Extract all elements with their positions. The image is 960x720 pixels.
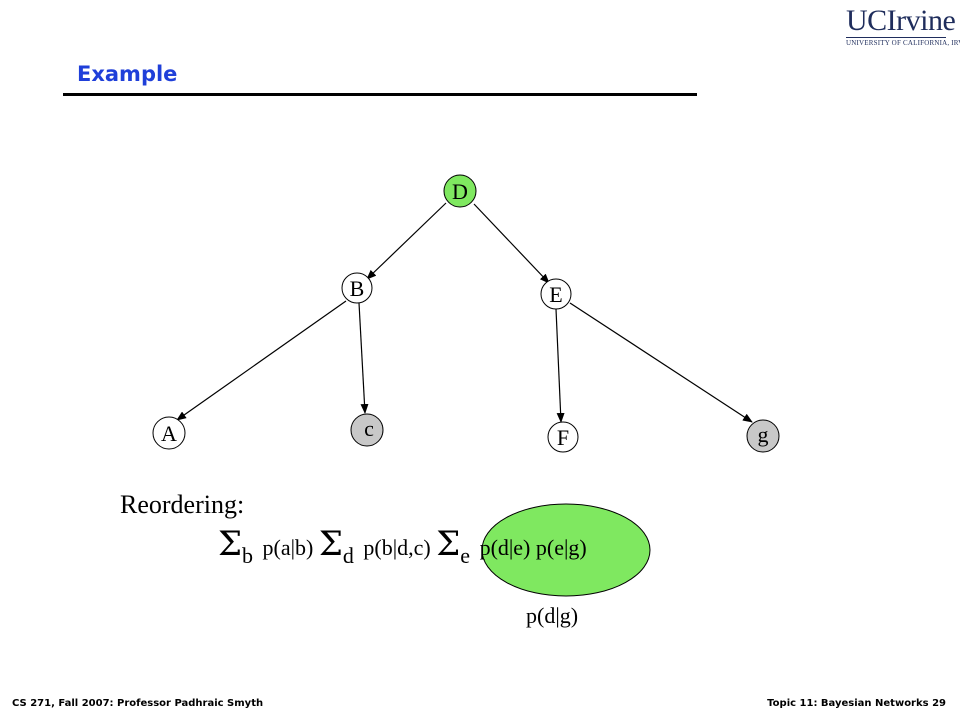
edge-D-B: [366, 202, 447, 280]
highlight-ellipse: [481, 503, 651, 597]
term-p-d-given-e-p-e-given-g: p(d|e) p(e|g): [479, 535, 587, 560]
edge-D-E: [473, 203, 550, 284]
title-underline: [63, 93, 697, 96]
result-p-d-given-g: p(d|g): [526, 603, 579, 628]
sum-b-sigma: Σ: [218, 524, 243, 564]
node-B-label: B: [350, 276, 365, 301]
sum-b-index: b: [242, 543, 254, 568]
reordering-label: Reordering:: [120, 490, 245, 519]
node-F: F: [547, 421, 579, 453]
sum-d-sigma: Σ: [318, 524, 343, 564]
node-c-label: c: [364, 416, 374, 441]
term-p-a-given-b: p(a|b): [262, 535, 314, 560]
footer-topic-page: Topic 11: Bayesian Networks 29: [767, 698, 946, 709]
logo-subtitle: UNIVERSITY OF CALIFORNIA, IRVINE: [846, 39, 960, 47]
node-D-label: D: [452, 179, 468, 204]
edge-E-g: [569, 302, 753, 423]
node-g-label: g: [758, 422, 769, 447]
node-E: E: [540, 278, 572, 310]
sum-d-index: d: [342, 543, 354, 568]
logo-wordmark: UCIrvine: [846, 4, 956, 37]
ucirvine-logo: UCIrvine UNIVERSITY OF CALIFORNIA, IRVIN…: [846, 6, 960, 47]
node-A: A: [152, 416, 186, 450]
edge-B-A: [176, 300, 347, 421]
footer-course: CS 271, Fall 2007: Professor Padhraic Sm…: [12, 698, 264, 709]
sum-e-sigma: Σ: [436, 524, 461, 564]
slide-title: Example: [77, 62, 178, 86]
node-c: c: [350, 413, 384, 447]
node-E-label: E: [549, 282, 562, 307]
node-g: g: [746, 419, 780, 453]
sum-e-index: e: [460, 543, 471, 568]
reordered-formula: Σb p(a|b) Σd p(b|d,c) Σe p(d|e) p(e|g): [218, 524, 587, 568]
node-B: B: [341, 272, 373, 304]
node-F-label: F: [557, 425, 569, 450]
node-D: D: [443, 174, 477, 208]
node-A-label: A: [161, 421, 177, 446]
edge-E-F: [555, 308, 565, 423]
term-p-b-given-dc: p(b|d,c): [363, 535, 431, 560]
logo-rule: [846, 37, 946, 38]
edge-B-c: [358, 302, 369, 414]
